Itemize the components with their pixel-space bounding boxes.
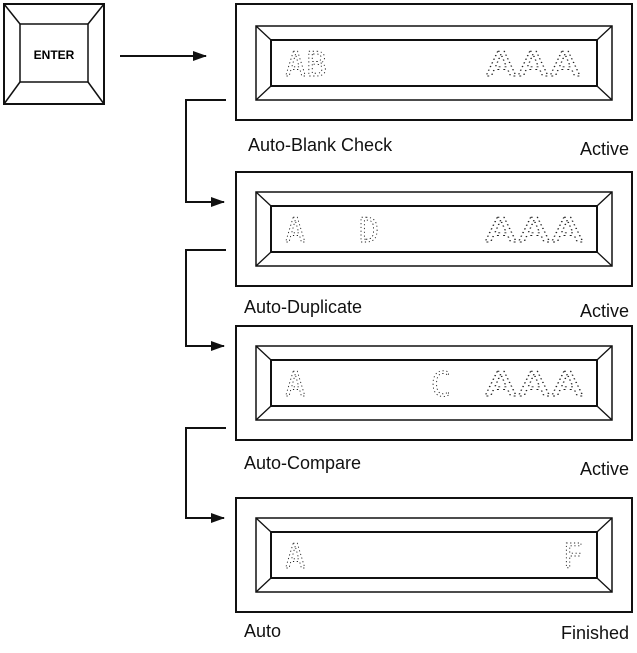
caption-status-label: Active [579,459,629,479]
display-middle-segments: C [431,365,451,405]
display-right-segments: F [563,537,583,577]
step-connector-arrow [185,99,226,207]
display-panel-auto-compare: A C AAA [235,325,633,441]
display-left-segments: A [285,537,305,577]
display-right-segments: AAA [484,211,584,251]
display-middle-segments: D [359,211,379,251]
caption-status-label: Active [579,139,629,159]
display-panel-auto-blank-check: AB AAA [235,3,633,121]
caption-mode-label: Auto-Compare [244,453,362,473]
display-left-segments: A [285,211,305,251]
display-left-segments: AB [285,45,327,85]
caption-status-label: Active [579,301,629,321]
display-panel-auto-finished: A F [235,497,633,613]
display-right-segments: AAA [485,45,581,85]
caption-status-label: Finished [560,623,629,643]
caption-mode-label: Auto-Duplicate [244,297,363,317]
caption-mode-label: Auto [244,621,282,641]
display-right-segments: AAA [484,365,584,405]
caption-mode-label: Auto-Blank Check [248,135,393,155]
enter-key-button[interactable]: ENTER [3,3,105,105]
step-connector-arrow [185,249,226,351]
display-left-segments: A [285,365,305,405]
step-connector-arrow [185,427,226,523]
display-panel-auto-duplicate: A D AAA [235,171,633,287]
enter-key-label: ENTER [34,48,75,62]
